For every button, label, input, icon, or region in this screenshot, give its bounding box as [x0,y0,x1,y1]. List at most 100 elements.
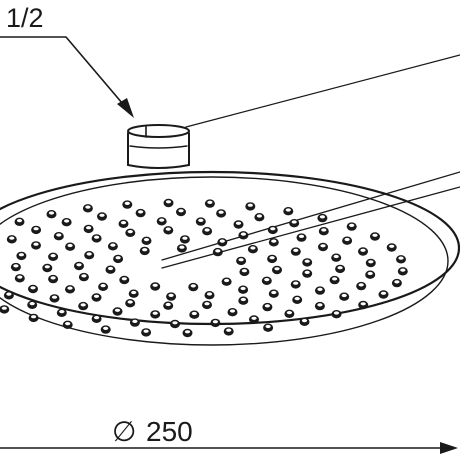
nozzle [290,280,301,289]
nozzle [342,236,353,245]
nozzle [249,315,259,324]
nozzle [83,224,94,234]
nozzle [49,294,60,303]
nozzle [356,281,367,291]
nozzle [82,204,93,213]
nozzle [299,317,310,326]
nozzle [290,247,301,256]
nozzle [46,210,57,219]
nozzle [216,209,227,218]
nozzle [254,213,265,222]
nozzle [358,247,368,256]
nozzle [100,325,111,334]
diameter-dimension: ∅ 250 [0,416,458,454]
nozzle [317,213,328,223]
nozzle [125,299,136,308]
nozzle [397,267,408,276]
nozzle [97,212,107,221]
nozzle [292,295,303,304]
nozzle [233,220,244,229]
nozzle [365,258,376,268]
nozzle [202,300,212,310]
nozzle [212,247,223,257]
nozzle [227,308,238,317]
nozzle [27,300,38,309]
shower-head-disc [0,170,460,346]
connector-nut [127,124,190,169]
nozzle [156,217,167,226]
nozzle [189,310,200,319]
diameter-symbol: ∅ [112,416,136,447]
nozzle [139,246,150,256]
nozzle [318,242,328,252]
nozzle [91,293,102,302]
nozzle [119,275,130,285]
nozzle [365,270,376,279]
nozzle [56,308,67,317]
nozzle [204,291,215,300]
nozzle [28,313,39,323]
nozzle [16,251,27,261]
nozzle [335,264,346,274]
nozzle [346,222,357,231]
nozzle [31,225,42,235]
nozzle [176,207,186,217]
nozzle [98,282,109,291]
nozzle [170,319,180,329]
nozzle [296,233,307,242]
nozzle-field [0,198,408,338]
nozzle [339,292,350,301]
nozzle [150,310,161,319]
nozzle [210,318,221,328]
nozzle [314,301,325,311]
nozzle [163,198,174,208]
nozzle [135,208,146,218]
nozzle [10,262,21,272]
nozzle [236,256,247,266]
nozzle [267,254,278,264]
nozzle [223,327,234,336]
nozzle [61,218,72,227]
nozzle [263,323,274,332]
nozzle [14,217,25,226]
reference-leader-lines [161,54,460,269]
nozzle [48,274,59,284]
nozzle [118,219,129,228]
nozzle [182,328,193,338]
nozzle [105,265,116,274]
nozzle [122,200,133,209]
nozzle [358,300,369,310]
nozzle [221,277,232,286]
nozzle [247,245,258,254]
nozzle [74,261,84,271]
nozzle [125,228,136,237]
nozzle [238,285,249,294]
nozzle [370,232,380,241]
nozzle [238,296,249,305]
nozzle [91,314,102,323]
nozzle [268,289,279,298]
nozzle [0,305,10,314]
nozzle [84,251,95,260]
thread-size-label: 1/2 [6,3,44,33]
nozzle [261,276,272,285]
nozzle [283,207,294,216]
nozzle [195,217,206,226]
nozzle [245,202,256,211]
nozzle [14,274,25,283]
nozzle [391,278,402,288]
nozzle [284,309,295,318]
nozzle [107,242,118,251]
nozzle [62,320,73,329]
nozzle [28,284,38,294]
nozzle [204,199,215,208]
nozzle [329,275,340,285]
nozzle [267,225,278,235]
dimension-arrowhead [440,442,458,454]
nozzle [113,254,124,264]
thread-leader-line [0,36,134,118]
nozzle [128,289,139,298]
nozzle [141,236,152,245]
nozzle [129,318,140,327]
